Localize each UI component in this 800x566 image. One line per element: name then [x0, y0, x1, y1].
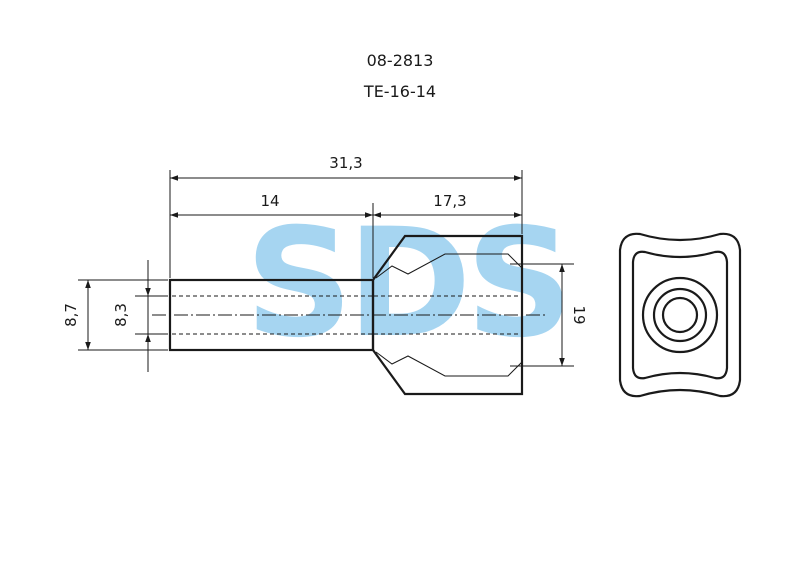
dim-text-overall: 31,3 [329, 154, 362, 172]
sds-watermark: SDS [245, 197, 568, 371]
article-number: 08-2813 [367, 51, 434, 70]
plastic-collar [371, 234, 524, 396]
dim-overall-length: 31,3 [169, 154, 523, 278]
collar-funnel-top [375, 253, 523, 279]
dim-text-outer: 8,7 [62, 303, 80, 327]
end-view-sleeve-ring [652, 287, 708, 343]
end-view-collar-ring [641, 276, 719, 354]
dim-inner-diameter: 8,3 [112, 260, 168, 372]
dim-text-inner: 8,3 [112, 303, 130, 327]
end-view-bore [661, 296, 699, 334]
model-code: TE-16-14 [363, 82, 436, 101]
dim-text-sleeve: 14 [260, 192, 279, 210]
end-view-outer [618, 232, 742, 398]
dim-text-height: 19 [570, 305, 588, 324]
end-view-inner [631, 250, 729, 380]
dim-outer-diameter: 8,7 [62, 279, 168, 351]
collar-funnel-bottom [375, 351, 523, 377]
ferrule-side-view [152, 234, 545, 396]
dim-collar-height: 19 [510, 263, 588, 367]
dim-text-collar: 17,3 [433, 192, 466, 210]
dim-collar-length: 17,3 [373, 192, 522, 218]
ferrule-end-view [618, 232, 742, 398]
